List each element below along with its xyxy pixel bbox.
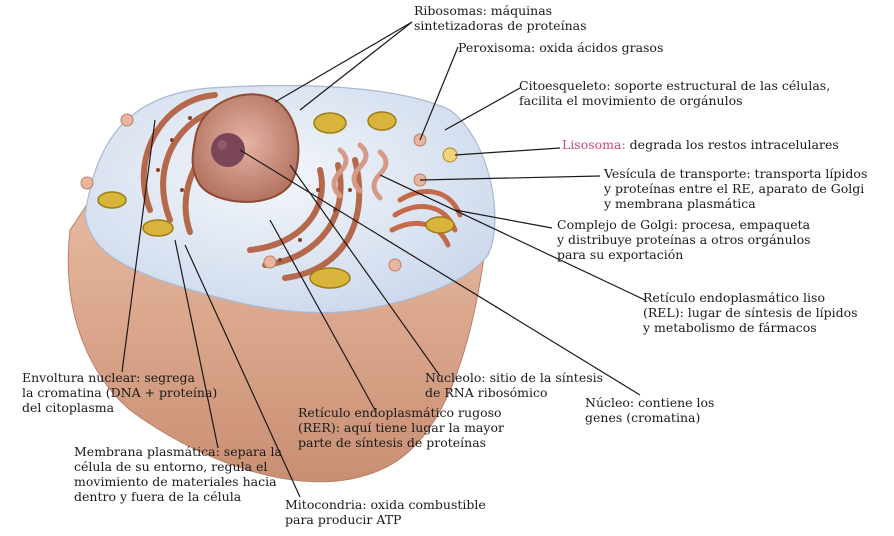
label-rel: Retículo endoplasmático liso (REL): luga… [643, 290, 858, 335]
lysosome [442, 147, 458, 163]
mitochondria [97, 111, 455, 289]
label-citoesqueleto: Citoesqueleto: soporte estructural de la… [519, 78, 831, 108]
label-peroxisoma: Peroxisoma: oxida ácidos grasos [458, 40, 664, 55]
label-rer: Retículo endoplasmático rugoso (RER): aq… [298, 405, 504, 450]
smooth-er [331, 142, 389, 201]
label-nucleo: Núcleo: contiene los genes (cromatina) [585, 395, 715, 425]
label-golgi: Complejo de Golgi: procesa, empaqueta y … [557, 217, 811, 262]
label-mitocondria: Mitocondria: oxida combustible para prod… [285, 497, 486, 527]
label-lisosoma-term: Lisosoma: [562, 137, 626, 152]
nucleolus [211, 133, 245, 167]
label-nucleolo: Nucleolo: sitio de la síntesis de RNA ri… [425, 370, 604, 400]
label-ribosomas: Ribosomas: máquinas sintetizadoras de pr… [414, 3, 587, 33]
nucleus [191, 93, 300, 203]
label-lisosoma: Lisosoma: degrada los restos intracelula… [562, 137, 839, 152]
vesicles [80, 113, 427, 272]
label-vesicula: Vesícula de transporte: transporta lípid… [604, 166, 868, 211]
label-membrana: Membrana plasmática: separa la célula de… [74, 444, 282, 504]
label-lisosoma-desc: degrada los restos intracelulares [625, 137, 839, 152]
leader-lines [121, 21, 646, 498]
label-envoltura: Envoltura nuclear: segrega la cromatina … [22, 370, 218, 415]
